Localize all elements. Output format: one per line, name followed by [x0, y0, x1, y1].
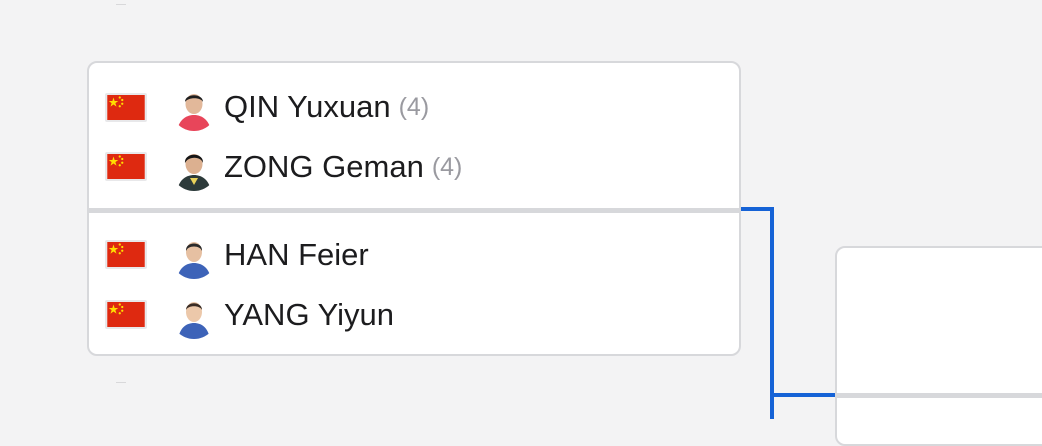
- bracket-connector-stub: [741, 207, 774, 211]
- player-name[interactable]: HAN Feier: [224, 235, 377, 275]
- bracket-tick-bottom: [116, 382, 126, 383]
- player-name-text: QIN Yuxuan: [224, 89, 391, 124]
- player-name-text: HAN Feier: [224, 237, 369, 272]
- player-name[interactable]: ZONG Geman(4): [224, 147, 462, 187]
- team-bottom: HAN Feier: [89, 213, 739, 354]
- seed-badge: (4): [398, 93, 430, 121]
- team-top: QIN Yuxuan(4): [89, 63, 739, 208]
- seed-badge: (4): [431, 153, 463, 181]
- china-flag-icon: [105, 300, 147, 329]
- next-match-divider: [837, 393, 1042, 398]
- player-name[interactable]: YANG Yiyun: [224, 295, 402, 335]
- bracket-connector-horizontal: [770, 393, 837, 397]
- player-row: QIN Yuxuan(4): [89, 83, 739, 133]
- player-avatar: [171, 233, 217, 279]
- china-flag-icon: [105, 152, 147, 181]
- player-avatar: [171, 293, 217, 339]
- player-row: HAN Feier: [89, 231, 739, 281]
- player-row: YANG Yiyun: [89, 291, 739, 341]
- player-name-text: YANG Yiyun: [224, 297, 395, 332]
- next-match-card[interactable]: [835, 246, 1042, 446]
- player-row: ZONG Geman(4): [89, 143, 739, 193]
- bracket-connector-vertical: [770, 207, 774, 419]
- player-avatar: [171, 85, 217, 131]
- player-avatar: [171, 145, 217, 191]
- bracket-tick-top: [116, 4, 126, 5]
- china-flag-icon: [105, 93, 147, 122]
- player-name-text: ZONG Geman: [224, 149, 424, 184]
- china-flag-icon: [105, 240, 147, 269]
- team-divider: [89, 208, 739, 213]
- match-card[interactable]: QIN Yuxuan(4): [87, 61, 741, 356]
- player-name[interactable]: QIN Yuxuan(4): [224, 87, 429, 127]
